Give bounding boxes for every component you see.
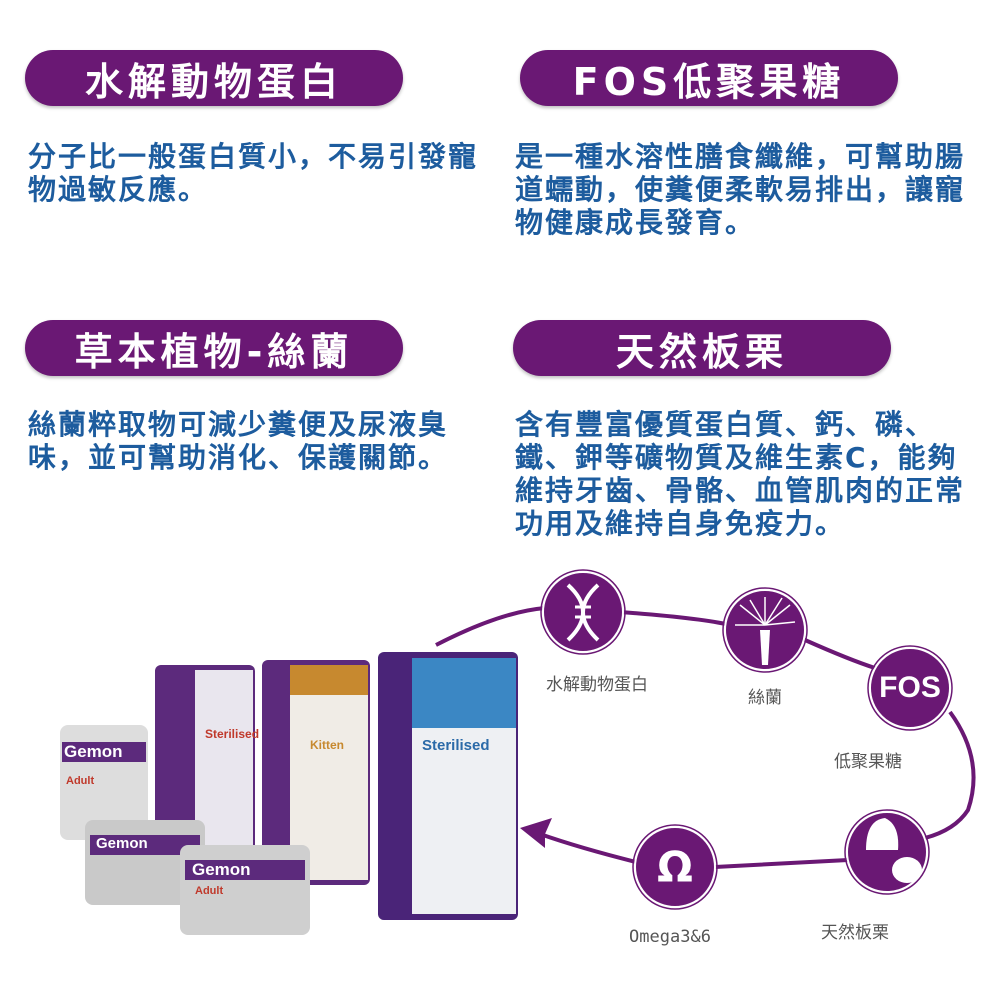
omega-circle — [632, 824, 718, 910]
bag2-variant: Kitten — [310, 738, 344, 752]
tray1-brand: Gemon — [96, 835, 148, 852]
can-brand: Gemon — [64, 742, 123, 761]
tray2-brand: Gemon — [192, 860, 251, 879]
chestnut-icon — [844, 809, 930, 895]
cycle-arrowhead — [520, 818, 552, 848]
bag3-variant: Sterilised — [422, 737, 490, 754]
yucca-flower-icon — [722, 587, 808, 673]
cycle-label-omega: Omega3&6 — [629, 927, 711, 947]
feature-body-hydrolyzed-protein: 分子比一般蛋白質小，不易引發寵物過敏反應。 — [28, 140, 479, 206]
bag1-variant: Sterilised — [205, 727, 260, 741]
cycle-path — [435, 605, 976, 869]
feature-body-fos: 是一種水溶性膳食纖維，可幫助腸道蠕動，使糞便柔軟易排出，讓寵物健康成長發育。 — [515, 140, 966, 239]
cycle-label-hydrolyzed-protein: 水解動物蛋白 — [546, 675, 648, 695]
can-variant: Adult — [66, 775, 95, 787]
feature-title-chestnut: 天然板栗 — [513, 320, 891, 376]
feature-body-chestnut: 含有豐富優質蛋白質、鈣、磷、鐵、鉀等礦物質及維生素C，能夠維持牙齒、骨骼、血管肌… — [515, 408, 966, 540]
feature-title-yucca: 草本植物-絲蘭 — [25, 320, 403, 376]
feature-title-hydrolyzed-protein: 水解動物蛋白 — [25, 50, 403, 106]
tray-variant: Adult — [195, 885, 224, 897]
fos-circle — [867, 645, 953, 731]
cycle-label-chestnut: 天然板栗 — [821, 923, 889, 943]
feature-title-fos: FOS低聚果糖 — [520, 50, 898, 106]
feature-body-yucca: 絲蘭粹取物可減少糞便及尿液臭味，並可幫助消化、保護關節。 — [28, 408, 449, 474]
cycle-label-fos: 低聚果糖 — [834, 752, 902, 772]
omega-icon: Ω — [657, 842, 693, 892]
cycle-label-yucca: 絲蘭 — [748, 688, 782, 708]
fos-icon: FOS — [879, 671, 941, 704]
dna-icon — [540, 569, 626, 655]
